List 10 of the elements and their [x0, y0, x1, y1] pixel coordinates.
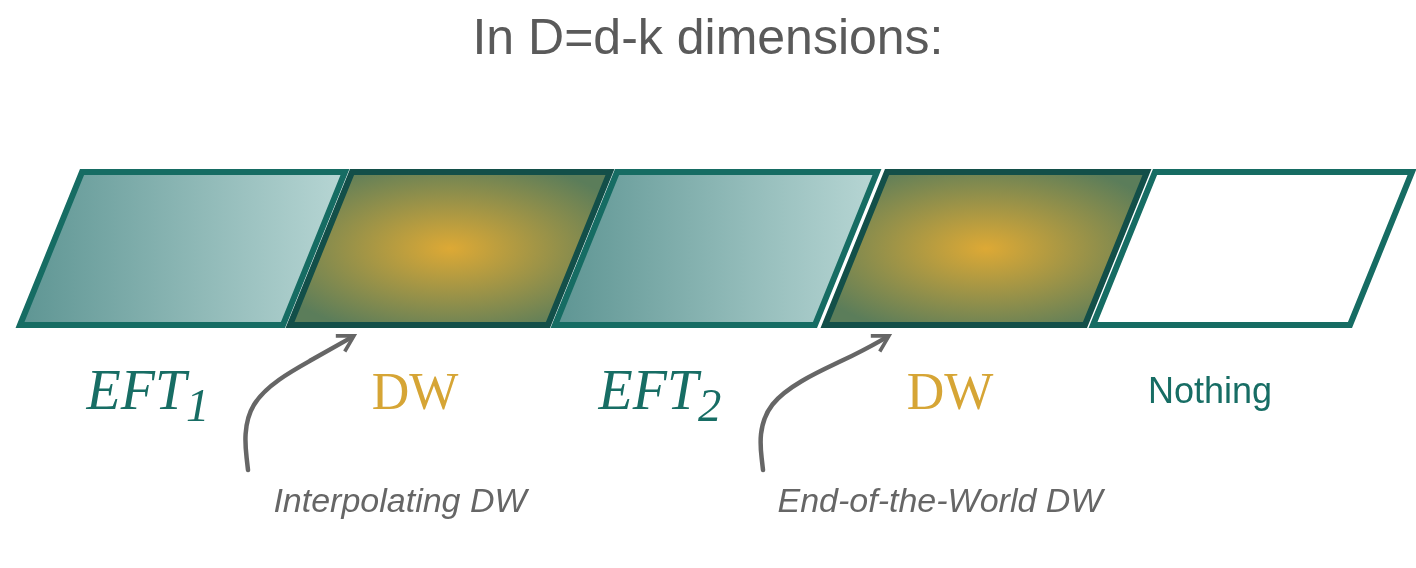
- curved-arrow: [758, 334, 891, 473]
- title: In D=d-k dimensions:: [471, 8, 945, 66]
- annotation-text: Interpolating DW: [272, 482, 530, 518]
- curved-arrow: [243, 334, 356, 473]
- band-label: Nothing: [1146, 370, 1274, 412]
- band-label: EFT$_{2}$: [597, 358, 723, 433]
- band-label: DW: [905, 362, 995, 421]
- band-label: DW: [370, 362, 460, 421]
- annotation-text: End-of-the-World DW: [776, 482, 1106, 518]
- band-label: EFT$_{1}$: [85, 358, 211, 433]
